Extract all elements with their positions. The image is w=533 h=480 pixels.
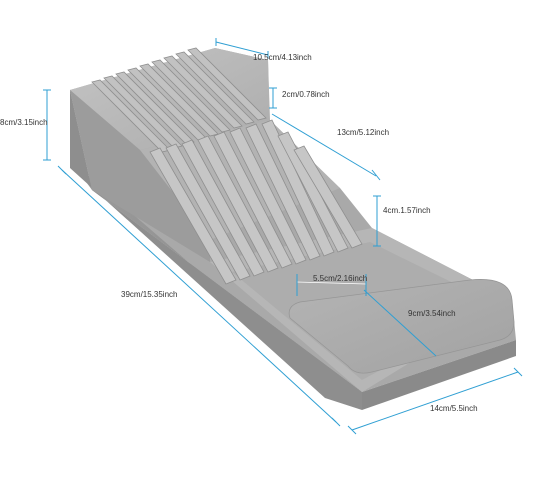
- dimension-label-top-width: 10.5cm/4.13inch: [253, 53, 312, 62]
- dimension-label-total-length: 39cm/15.35inch: [121, 290, 178, 299]
- lower-knife-slots: [149, 119, 363, 285]
- dimension-label-upper-slot-length: 13cm/5.12inch: [337, 128, 390, 137]
- dimension-label-pad-length: 9cm/3.54inch: [408, 309, 456, 318]
- dimension-lines: [43, 38, 523, 435]
- dimension-label-base-width: 14cm/5.5inch: [430, 404, 478, 413]
- upper-knife-slots: [91, 47, 267, 153]
- dimension-label-front-height: 4cm.1.57inch: [383, 206, 431, 215]
- front-pad: [288, 279, 515, 374]
- front-divider: [296, 281, 367, 285]
- dimension-label-back-height: 8cm/3.15inch: [0, 118, 48, 127]
- dimension-label-step-height: 2cm/0.78inch: [282, 90, 330, 99]
- dimension-label-front-slot-width: 5.5cm/2.16inch: [313, 274, 368, 283]
